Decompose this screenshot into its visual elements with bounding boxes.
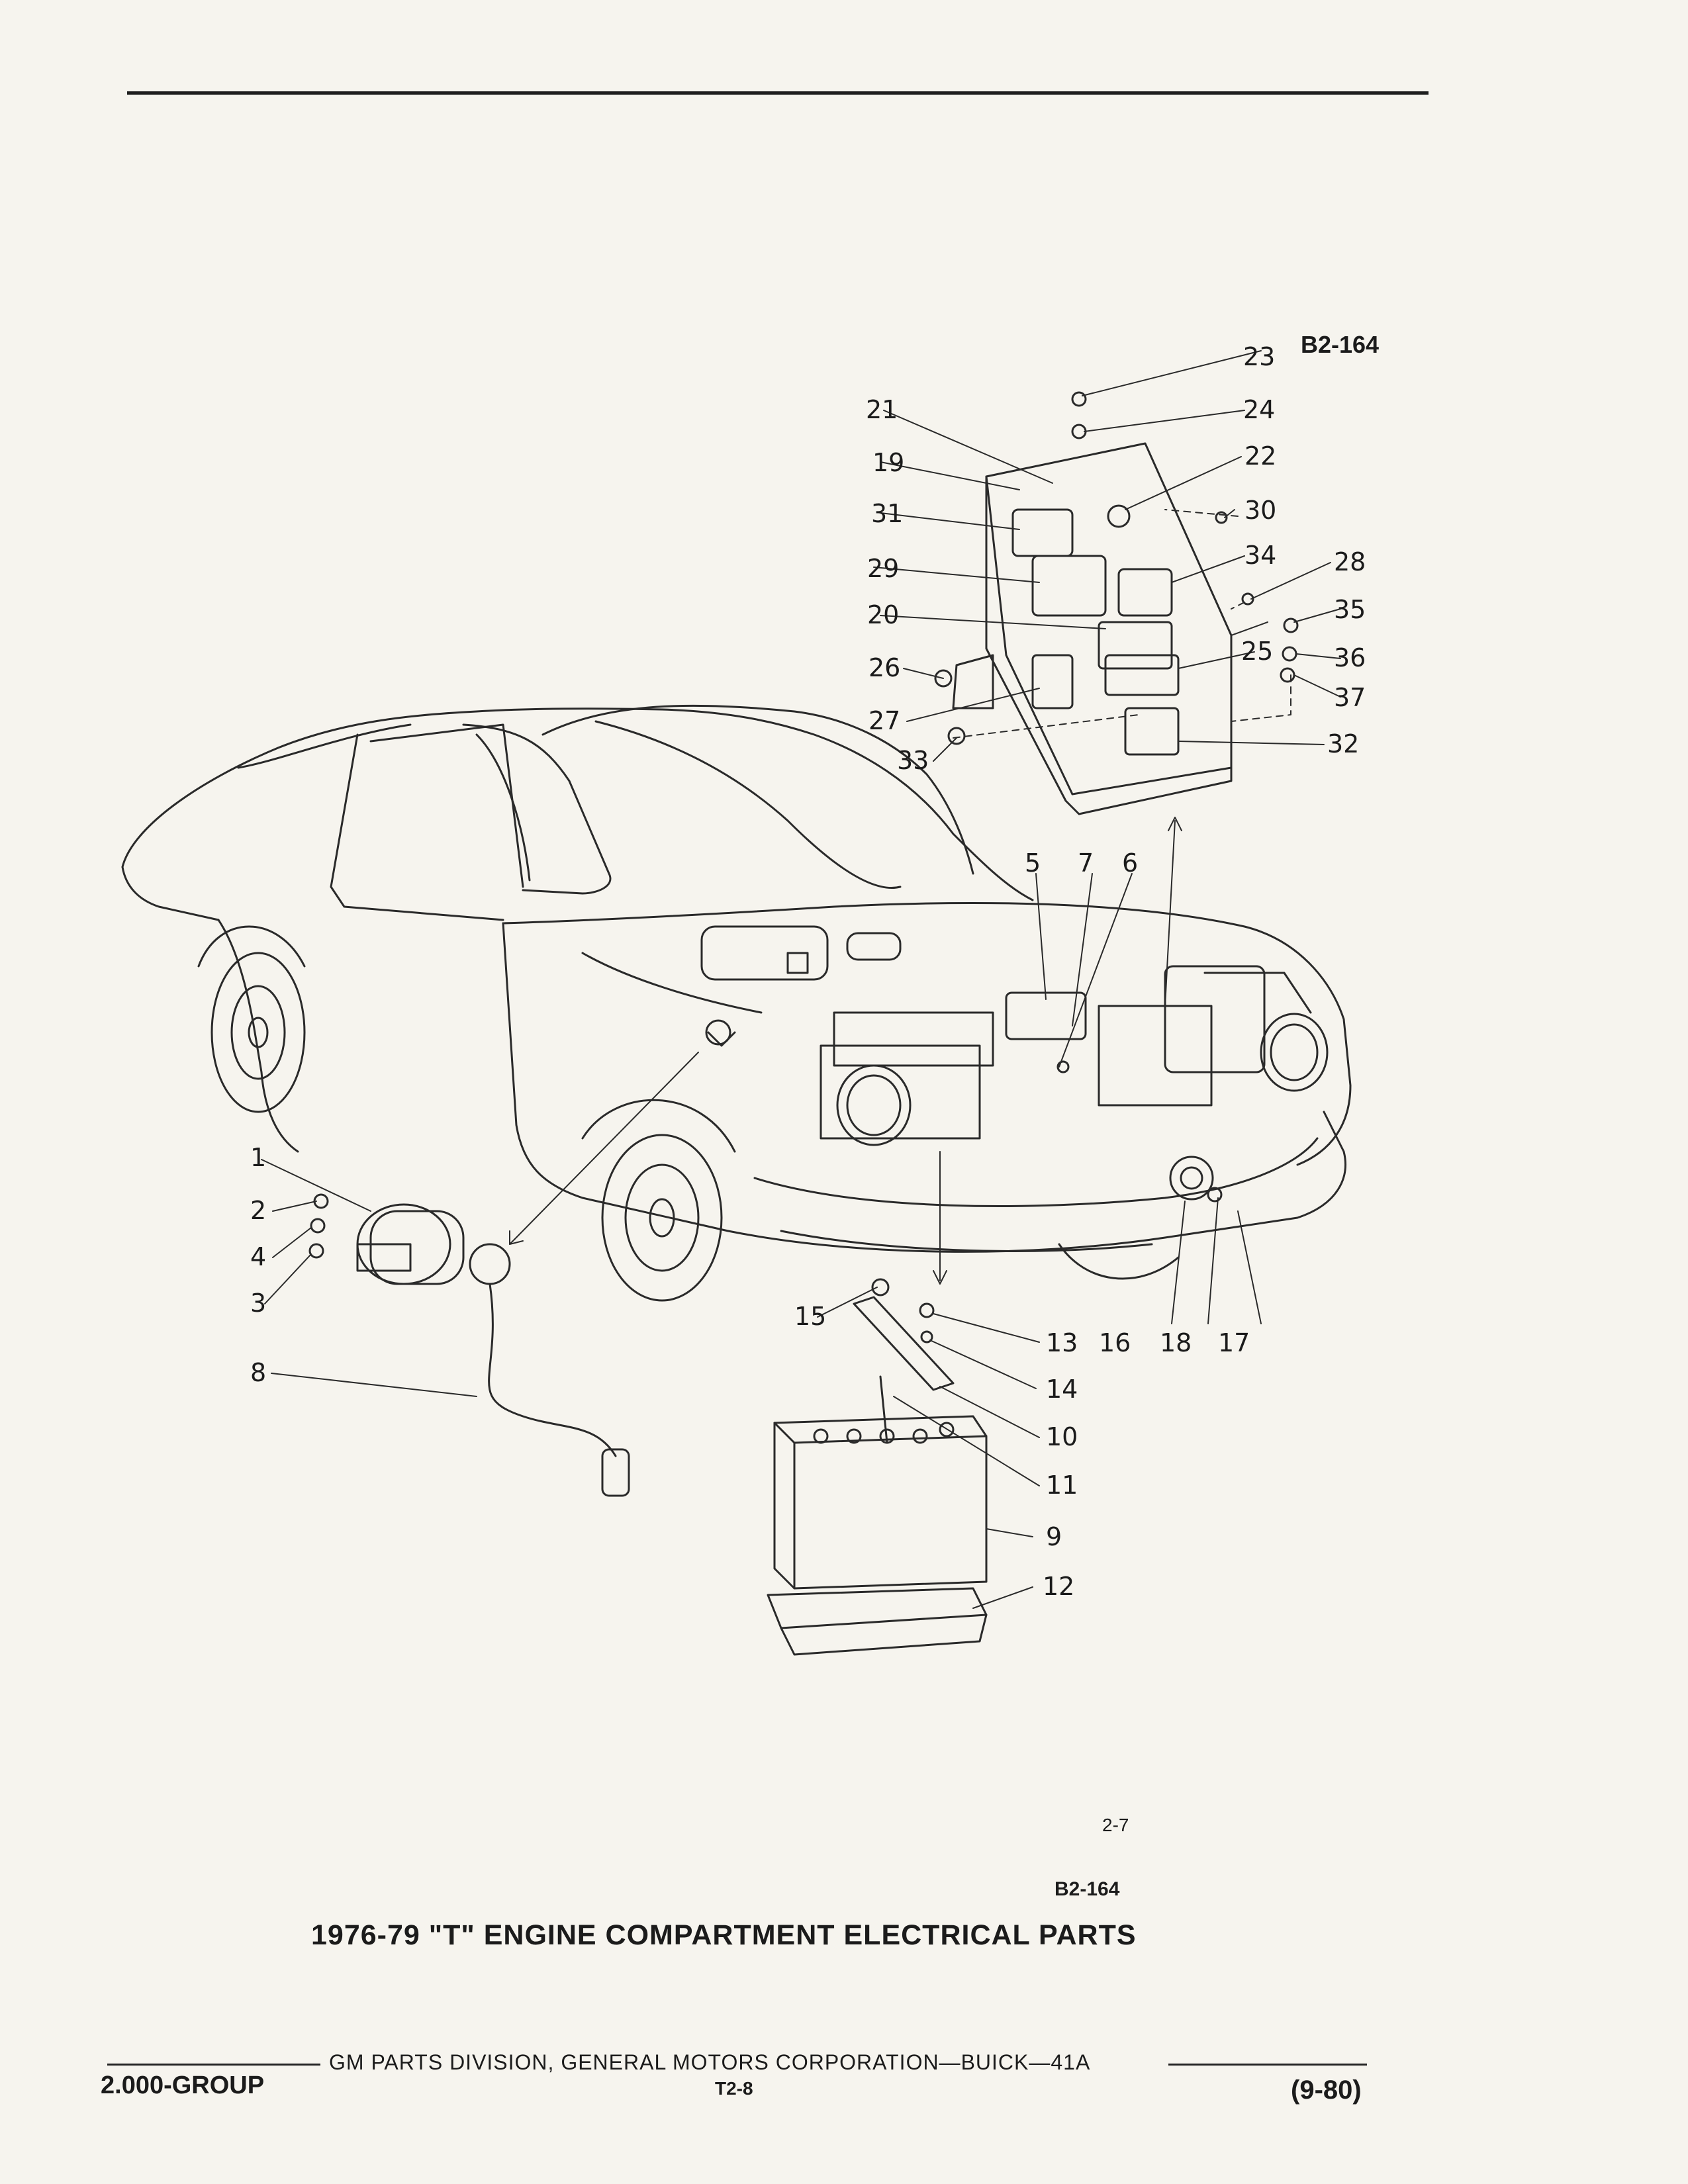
- callout-10: 10: [1046, 1422, 1078, 1451]
- footer-rule-left: [107, 2064, 320, 2066]
- callout-19: 19: [872, 448, 905, 477]
- figure-caption: 1976-79 "T" ENGINE COMPARTMENT ELECTRICA…: [311, 1919, 1137, 1951]
- figure-code-bottom: B2-164: [1055, 1878, 1120, 1900]
- footer-publisher: GM PARTS DIVISION, GENERAL MOTORS CORPOR…: [329, 2050, 1091, 2074]
- callout-29: 29: [867, 554, 900, 583]
- callout-27: 27: [868, 706, 901, 735]
- page-number: 2-7: [1102, 1815, 1129, 1835]
- callout-13: 13: [1046, 1328, 1078, 1357]
- callout-28: 28: [1334, 547, 1366, 576]
- callout-24: 24: [1243, 395, 1276, 424]
- callout-23: 23: [1243, 342, 1276, 371]
- headlight-drawings: [820, 972, 1329, 1146]
- callout-22: 22: [1244, 441, 1277, 471]
- callout-31: 31: [871, 499, 904, 528]
- callout-4: 4: [250, 1242, 267, 1271]
- callout-8: 8: [250, 1358, 267, 1387]
- callout-36: 36: [1334, 643, 1366, 672]
- callout-11: 11: [1046, 1471, 1078, 1500]
- callout-14: 14: [1046, 1375, 1078, 1404]
- callout-32: 32: [1327, 729, 1360, 758]
- fastener-drawings: [308, 391, 1299, 1259]
- callout-26: 26: [868, 653, 901, 682]
- callout-2: 2: [250, 1196, 267, 1225]
- ignition-coil-drawing: [356, 1203, 630, 1497]
- wheel-drawings: [197, 925, 736, 1302]
- callout-21: 21: [866, 395, 898, 424]
- hold-down-drawing: [853, 1278, 955, 1444]
- callout-20: 20: [867, 600, 900, 629]
- revision-date: (9-80): [1291, 2075, 1362, 2105]
- callout-34: 34: [1244, 541, 1277, 570]
- car-body-drawing: [121, 704, 1352, 1280]
- callout-25: 25: [1241, 637, 1274, 666]
- callout-12: 12: [1043, 1572, 1075, 1601]
- callout-18: 18: [1160, 1328, 1192, 1357]
- callout-37: 37: [1334, 683, 1366, 712]
- section-code: T2-8: [715, 2078, 753, 2099]
- callout-15: 15: [794, 1302, 827, 1331]
- engine-bay-parts: [700, 925, 1266, 1203]
- hidden-lines: [953, 509, 1291, 739]
- callout-1: 1: [250, 1143, 267, 1172]
- callout-3: 3: [250, 1289, 267, 1318]
- callout-7: 7: [1078, 848, 1094, 878]
- top-rule: [127, 91, 1429, 95]
- callout-30: 30: [1244, 496, 1277, 525]
- callout-5: 5: [1025, 848, 1041, 878]
- callout-6: 6: [1122, 848, 1139, 878]
- callout-16: 16: [1099, 1328, 1131, 1357]
- group-label: 2.000-GROUP: [101, 2071, 265, 2099]
- leader-lines: [261, 350, 1341, 1609]
- figure-code-top: B2-164: [1301, 331, 1380, 358]
- callout-33: 33: [897, 746, 929, 775]
- relay-bracket-drawing: [952, 442, 1233, 815]
- callout-9: 9: [1046, 1522, 1062, 1551]
- footer-rule-right: [1168, 2064, 1367, 2066]
- battery-drawing: [767, 1415, 988, 1656]
- callout-35: 35: [1334, 595, 1366, 624]
- callout-17: 17: [1218, 1328, 1250, 1357]
